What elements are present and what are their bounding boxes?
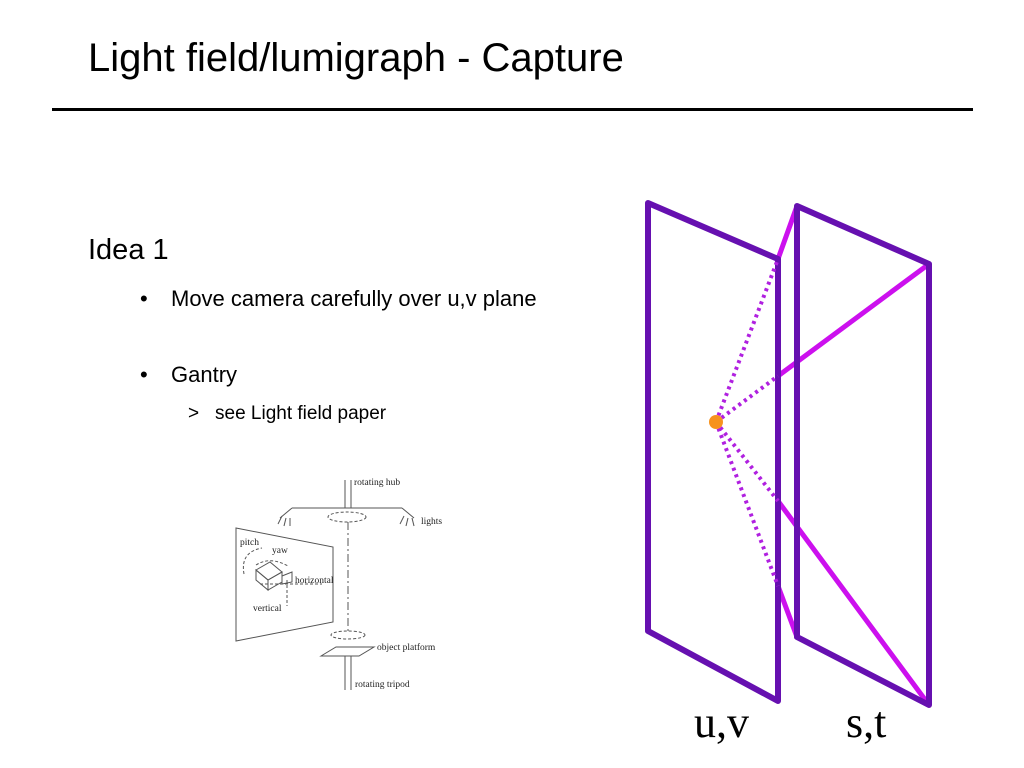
bullet-text: Move camera carefully over u,v plane (171, 286, 537, 311)
label-object-platform: object platform (377, 642, 436, 653)
dotted-ray-4 (714, 421, 780, 587)
light-right-icon (399, 507, 415, 527)
yaw-arc (255, 560, 289, 567)
st-plane-label: s,t (846, 698, 887, 747)
ray-bottom-right (775, 498, 932, 708)
dotted-ray-3 (714, 420, 780, 503)
ray-top-right (775, 261, 932, 379)
title-divider (52, 108, 973, 111)
label-horizontal: horizontal (295, 576, 334, 586)
light-left-icon (277, 507, 293, 527)
slide-title: Light field/lumigraph - Capture (88, 36, 624, 80)
hub-rotation-ellipse (327, 511, 367, 523)
label-vertical: vertical (253, 604, 282, 614)
object-platform (319, 646, 376, 657)
bullet-marker: • (140, 286, 148, 311)
st-plane-frame (794, 203, 932, 708)
sub-bullet-marker: > (188, 403, 200, 424)
camera-point (709, 415, 723, 429)
label-rotating-tripod: rotating tripod (355, 680, 410, 690)
platform-rotation-ellipse (330, 630, 366, 640)
dotted-ray-1 (714, 258, 780, 423)
bullet-text: Gantry (171, 362, 238, 387)
uv-plane-label: u,v (694, 698, 749, 747)
bullet-marker: • (140, 362, 148, 387)
ray-top-left (775, 203, 800, 262)
camera-icon (255, 561, 293, 592)
camera-panel (235, 527, 334, 642)
label-rotating-hub: rotating hub (354, 478, 400, 488)
heading-idea-1: Idea 1 (88, 234, 169, 266)
label-yaw: yaw (272, 546, 288, 556)
pitch-arc (242, 547, 263, 575)
dotted-ray-2 (714, 374, 780, 424)
ray-bottom-left (775, 583, 800, 640)
label-pitch: pitch (240, 538, 259, 548)
uv-plane-frame (645, 200, 781, 704)
sub-bullet-text: see Light field paper (215, 403, 387, 424)
label-lights: lights (421, 517, 442, 527)
